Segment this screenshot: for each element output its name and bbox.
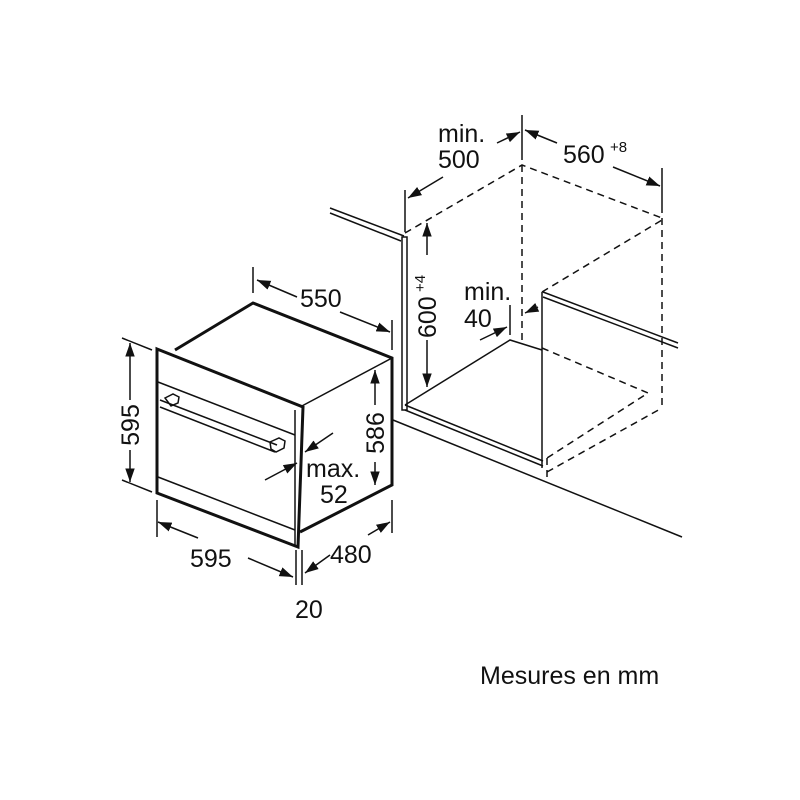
oven [155, 301, 394, 550]
label-door-projection: 52 [320, 481, 348, 509]
label-oven-body-depth: 480 [330, 541, 372, 569]
niche-dimensions [404, 115, 663, 387]
label-oven-depth: 550 [300, 285, 342, 313]
label-oven-body-height: 586 [362, 412, 390, 454]
label-oven-height: 595 [117, 404, 145, 446]
label-floor-gap: 40 [464, 305, 492, 333]
oven-dimensions [121, 267, 393, 585]
label-niche-height-tolerance: +4 [412, 275, 429, 292]
left-side-panel [401, 236, 408, 411]
label-oven-width: 595 [190, 545, 232, 573]
label-panel-thickness: 20 [295, 596, 323, 624]
label-max: max. [306, 455, 360, 483]
label-niche-depth-min: min. [438, 120, 485, 148]
label-floor-gap-min: min. [464, 278, 511, 306]
label-niche-width: 560 [563, 141, 605, 169]
plinth-line [392, 419, 683, 538]
oven-front-panel [155, 346, 305, 550]
label-niche-width-tolerance: +8 [610, 139, 627, 156]
units-note: Mesures en mm [480, 662, 660, 690]
label-niche-depth: 500 [438, 146, 480, 174]
label-niche-height: 600 [414, 296, 442, 338]
oven-handle [159, 393, 286, 453]
cabinet-niche [329, 164, 683, 538]
